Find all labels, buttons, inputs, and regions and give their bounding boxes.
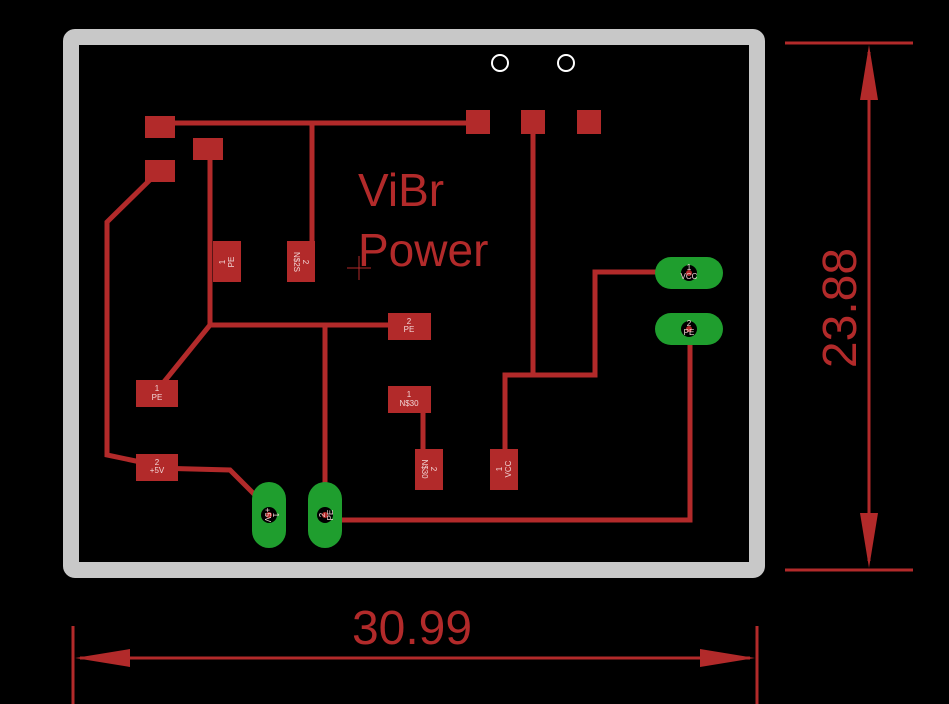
pad-plus5v bbox=[136, 454, 178, 481]
pad-pe1-name: PE bbox=[227, 257, 236, 268]
dimension-width bbox=[71, 626, 759, 704]
connector-pe-bottom-num: 2 bbox=[318, 512, 327, 517]
pad-ns30-name: N$30 bbox=[399, 399, 419, 408]
pad-pe-left bbox=[136, 380, 178, 407]
mounting-hole-right bbox=[557, 54, 575, 72]
pad-ns30-num: 1 bbox=[407, 390, 412, 399]
pad-header-3 bbox=[577, 110, 601, 134]
dimension-height-arrow-top bbox=[860, 45, 878, 100]
dimension-height-arrow-bottom bbox=[860, 513, 878, 568]
trace-vcc bbox=[502, 269, 690, 465]
board-title-line1: ViBr bbox=[358, 164, 444, 216]
pad-ns30 bbox=[388, 386, 431, 413]
trace-left bbox=[104, 168, 162, 468]
pad-ns30b-num: 2 bbox=[429, 467, 438, 472]
connector-vcc: 1 VCC bbox=[655, 257, 723, 289]
origin-cross bbox=[347, 256, 371, 280]
board-outline bbox=[63, 29, 765, 578]
pad-pe1-num: 1 bbox=[218, 259, 227, 264]
connector-pe-right-name: PE bbox=[684, 328, 695, 337]
board-title-line2: Power bbox=[358, 224, 488, 276]
pad-vcc-name: VCC bbox=[504, 460, 513, 477]
connector-pe-right-num: 2 bbox=[687, 319, 692, 328]
trace-pe-bottom bbox=[325, 330, 693, 523]
connector-plus5v-name: +5V bbox=[263, 508, 272, 523]
pad-plus5v-num: 2 bbox=[155, 458, 160, 467]
pad-pe-left-name: PE bbox=[152, 393, 163, 402]
pad-header-1 bbox=[466, 110, 490, 134]
pad-top-left-3 bbox=[193, 138, 223, 160]
pad-ns2s-name: N$2S bbox=[292, 252, 301, 272]
pad-ns2s bbox=[287, 241, 315, 282]
pad-pe-left-num: 1 bbox=[155, 384, 160, 393]
dimension-width-arrow-left bbox=[75, 649, 130, 667]
pad-header-2 bbox=[521, 110, 545, 134]
pad-ns2s-num: 2 bbox=[301, 260, 310, 265]
pad-pe2-name: PE bbox=[404, 325, 415, 334]
pad-plus5v-name: +5V bbox=[150, 466, 165, 475]
dimension-height bbox=[785, 41, 913, 572]
connector-pe-bottom: 2 PE bbox=[308, 482, 342, 548]
connector-vcc-name: VCC bbox=[681, 272, 698, 281]
pad-vcc bbox=[490, 449, 518, 490]
pad-vcc-num: 1 bbox=[495, 466, 504, 471]
smd-pads bbox=[136, 110, 601, 490]
mounting-hole-left bbox=[491, 54, 509, 72]
dimension-width-label: 30.99 bbox=[352, 602, 472, 655]
pad-ns30b bbox=[415, 449, 443, 490]
pad-pe2 bbox=[388, 313, 431, 340]
connector-vcc-num: 1 bbox=[687, 263, 692, 272]
pad-pe2-num: 2 bbox=[407, 317, 412, 326]
connector-pe-right: 2 PE bbox=[655, 313, 723, 345]
pad-ns30b-name: N$30 bbox=[420, 459, 429, 479]
pad-top-left-2 bbox=[145, 160, 175, 182]
connector-plus5v-num: 1 bbox=[271, 513, 280, 518]
dimension-width-arrow-right bbox=[700, 649, 755, 667]
pad-pe1 bbox=[213, 241, 241, 282]
connector-plus5v: 1 +5V bbox=[252, 482, 286, 548]
dimension-height-label: 23.88 bbox=[814, 248, 867, 368]
connector-pe-bottom-name: PE bbox=[326, 510, 335, 521]
pad-top-left-1 bbox=[145, 116, 175, 138]
